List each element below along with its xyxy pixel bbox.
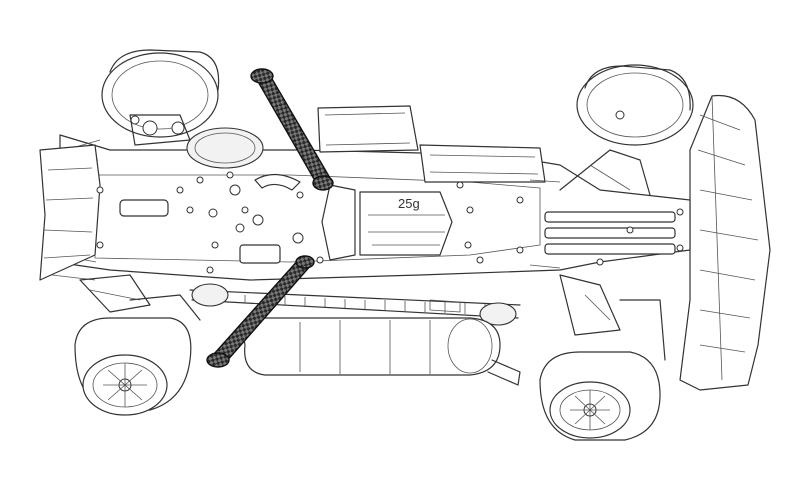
upper-carbon-brace [250,68,334,191]
front-right-lower-wheel [539,351,661,441]
misc-hardware [130,110,625,313]
front-suspension [559,149,666,361]
rear-left-wheel [101,49,220,138]
front-wing [679,94,771,391]
chassis-slots [119,173,676,264]
left-side-pod [39,144,101,281]
front-right-wheel [576,64,694,146]
rear-suspension [79,274,201,321]
screw-holes [96,171,684,274]
rear-left-lower-wheel [74,317,192,416]
drive-belt [189,283,521,326]
weight-plate: 25g [321,184,453,261]
weight-label: 25g [398,196,420,211]
electronics-box [317,105,546,183]
spur-gear [129,114,264,169]
lower-carbon-brace [206,255,315,368]
muffler [243,317,521,386]
